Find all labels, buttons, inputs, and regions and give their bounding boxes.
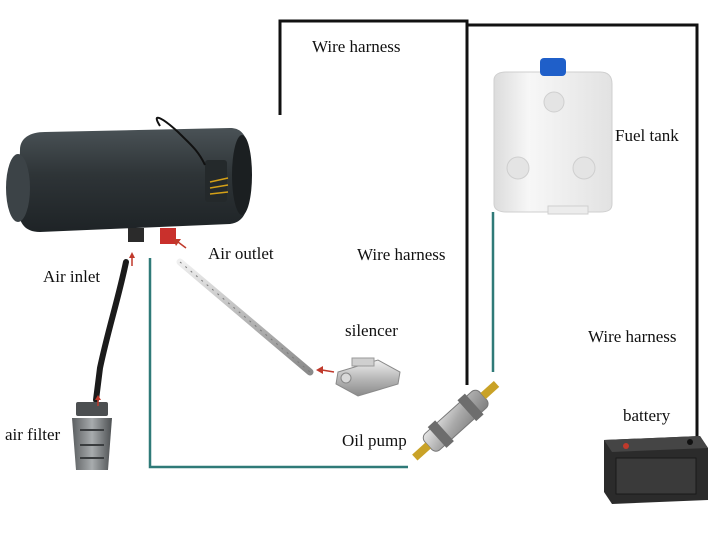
silencer-arrow [321,369,335,373]
flow-arrows [95,239,335,406]
label-battery: battery [623,406,671,425]
oil-pump [412,380,500,461]
label-air-inlet: Air inlet [43,267,101,286]
label-wire-harness-mid: Wire harness [357,245,446,264]
heater-unit [6,116,252,244]
label-silencer: silencer [345,321,398,340]
label-oil-pump: Oil pump [342,431,407,450]
fuel-tank [493,58,613,215]
label-wire-harness-right: Wire harness [588,327,677,346]
label-air-filter: air filter [5,425,61,444]
fuel-line-heater [148,258,408,469]
air-outlet-arrow [177,241,187,249]
battery [604,436,708,504]
air-inlet-hose [93,259,129,403]
fuel-lines [148,212,495,469]
wire-harness-heater [278,19,469,385]
label-wire-harness-top: Wire harness [312,37,401,56]
wire-harness-battery [467,23,699,440]
silencer [335,357,401,397]
air-filter [72,402,112,470]
label-fuel-tank: Fuel tank [615,126,679,145]
label-air-outlet: Air outlet [208,244,274,263]
wire-harness-lines [278,19,699,440]
exhaust-pipe [176,258,314,376]
